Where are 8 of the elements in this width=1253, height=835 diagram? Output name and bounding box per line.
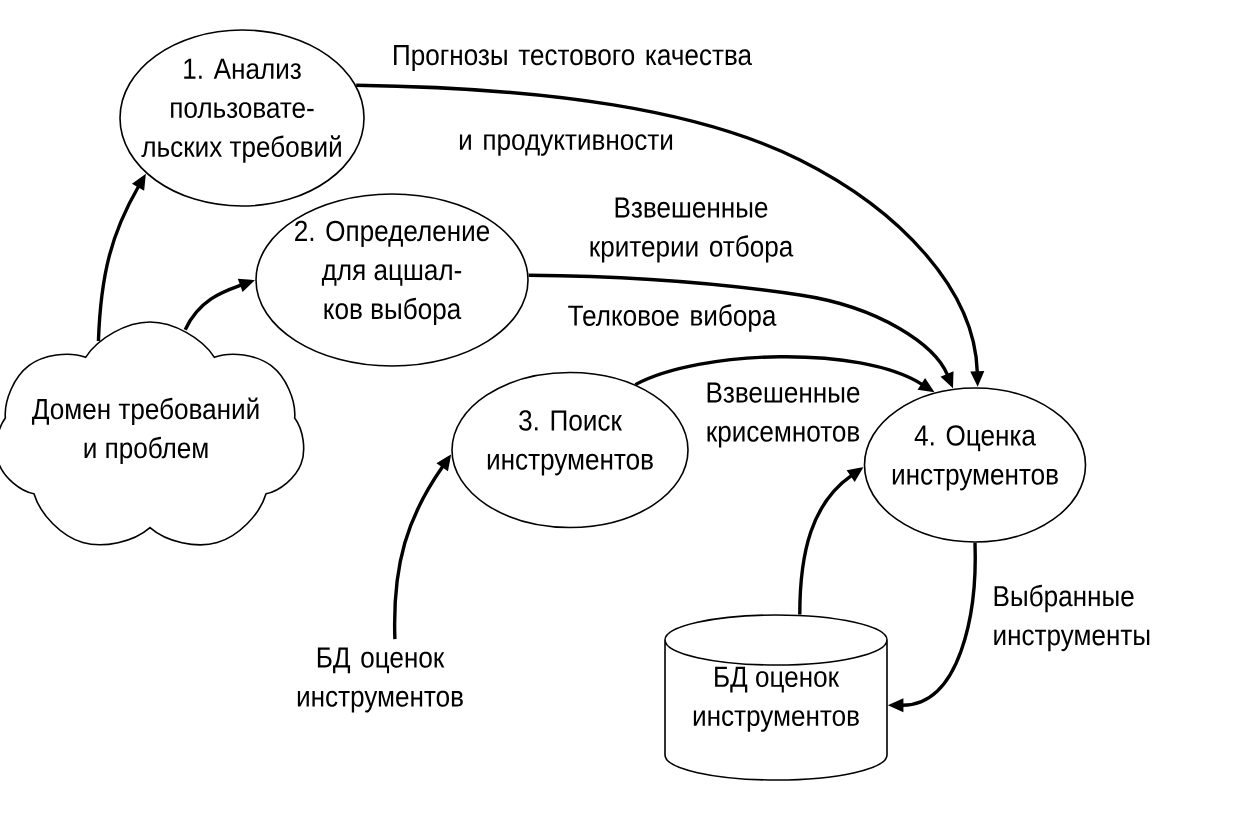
text-label: БД оценок инструментов (297, 647, 463, 713)
edge-label: Взвешенные критерии отбора (590, 197, 794, 263)
label-text: Телковое вибора (568, 304, 777, 332)
edge-label: Выбранные инструменты (994, 584, 1150, 652)
label-text: и продуктивности (459, 134, 673, 156)
edge-label: Взвешенные крисемнотов (707, 382, 860, 448)
edge-label: Прогнозы тестового качества (394, 45, 753, 71)
database-cylinder: БД оценок инструментов (664, 614, 888, 781)
